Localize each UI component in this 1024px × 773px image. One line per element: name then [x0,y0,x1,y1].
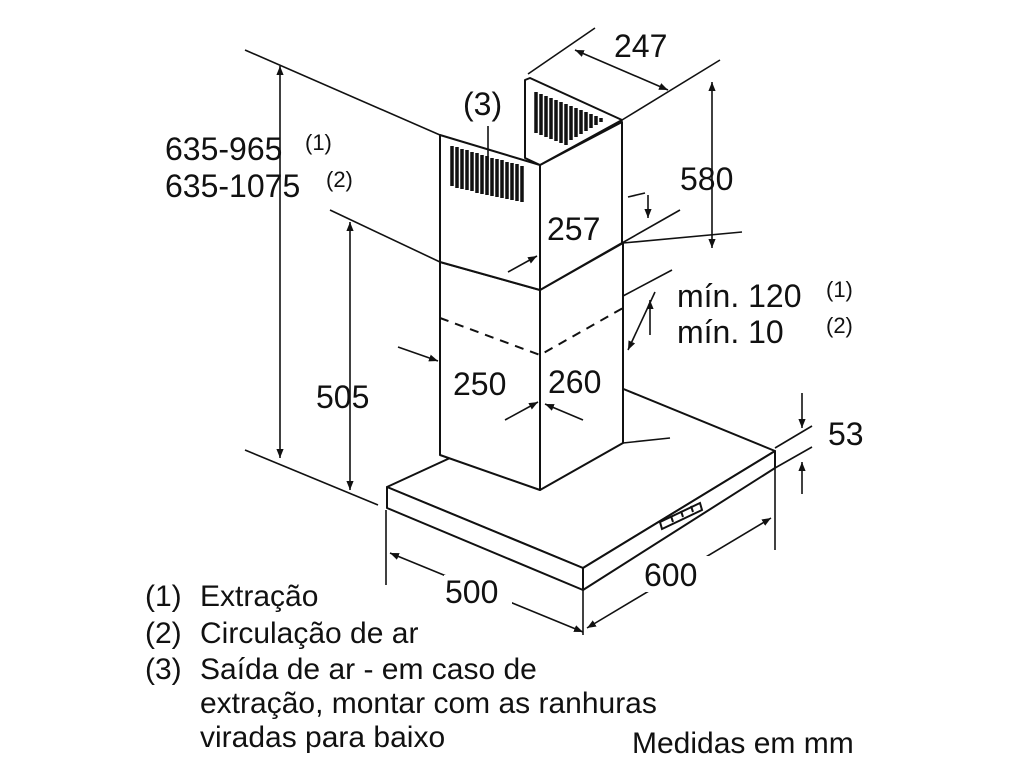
label-masks [444,372,716,611]
label-3: (3) [463,86,502,122]
min-clearance-note2: (2) [826,313,853,338]
dim-250 [397,346,439,362]
hood-outline [386,77,776,591]
dimension-lines [276,49,806,633]
dim-257-label: 257 [547,211,600,247]
dim-total-height-note2: (2) [326,167,353,192]
legend-item-3-text: Saída de ar - em caso de [200,653,537,686]
legend-item-1-num: (1) [145,580,182,613]
dim-min-lower [627,291,656,351]
dim-505-label: 505 [316,379,369,415]
dim-total-height-value1: 635-965 [165,131,282,167]
legend-item-1-text: Extração [200,580,318,613]
min-clearance-note1: (1) [826,277,853,302]
dim-257-a [627,192,646,198]
dim-500-label: 500 [445,574,498,610]
dim-total-height-note1: (1) [305,130,332,155]
dim-247-label: 247 [614,28,667,64]
dim-260-a [504,401,539,421]
extension-lines [244,27,813,635]
legend-item-3-num: (3) [145,653,182,686]
dim-600-label: 600 [644,557,697,593]
dim-260-b [544,403,584,421]
legend-item-3-cont-1: extração, montar com as ranhuras [200,687,657,720]
dim-257-c [507,255,538,273]
dim-53-label: 53 [828,416,864,452]
vent-slots-front [450,146,524,202]
legend-item-2-num: (2) [145,617,182,650]
dim-247 [574,49,669,91]
min-clearance-line2: mín. 10 [677,314,784,350]
dim-total-height-value2: 635-1075 [165,168,300,204]
hidden-edge [439,307,624,357]
legend-item-2-text: Circulação de ar [200,617,418,650]
dim-260-label: 260 [548,364,601,400]
legend-item-3-cont-2: viradas para baixo [200,721,445,754]
min-clearance-line1: mín. 120 [677,278,802,314]
dim-250-label: 250 [453,366,506,402]
units-note: Medidas em mm [632,727,854,760]
vent-slots-back [534,92,603,145]
legend: (1) Extração (2) Circulação de ar (3) Sa… [145,580,657,754]
dim-580-label: 580 [680,161,733,197]
